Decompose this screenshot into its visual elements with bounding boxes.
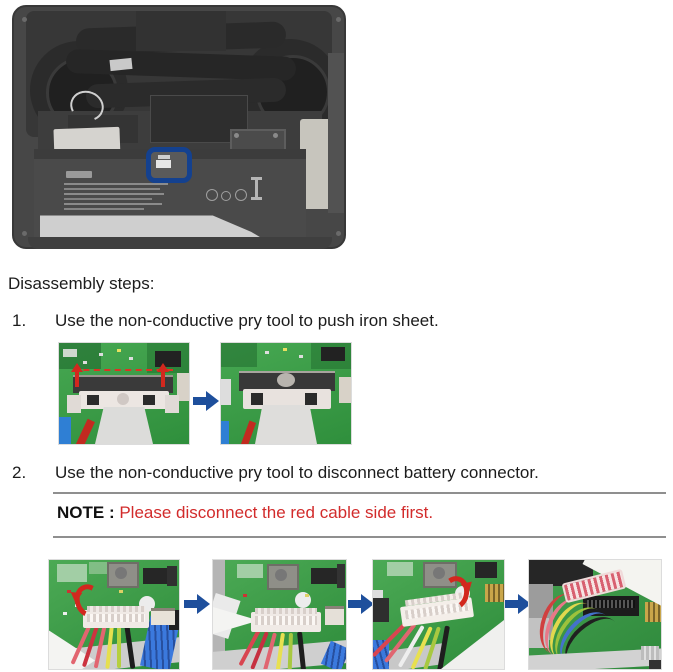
fpc-connector [325, 606, 344, 625]
arrow-up-red-icon [71, 363, 83, 389]
step1-text: Use the non-conductive pry tool to push … [55, 311, 439, 330]
step2-text: Use the non-conductive pry tool to disco… [55, 463, 539, 482]
arrow-right-icon [193, 391, 220, 411]
red-cable [75, 418, 95, 444]
white-sheet [95, 407, 153, 444]
iron-sheet [73, 375, 173, 393]
fpc-connector [151, 608, 175, 625]
blue-part [221, 421, 229, 444]
note-text: Please disconnect the red cable side fir… [119, 503, 434, 522]
arrow-right-icon [505, 594, 532, 614]
note-label: NOTE : [57, 503, 115, 522]
laptop-overview-photo [8, 3, 350, 251]
step2-number: 2. [12, 463, 27, 482]
note-rule-top [53, 492, 666, 494]
gold-connector [485, 584, 504, 602]
arrow-right-icon [184, 594, 211, 614]
note-line: NOTE : Please disconnect the red cable s… [57, 503, 433, 523]
arrow-up-red-icon [157, 363, 169, 389]
fpc-connector [339, 377, 351, 403]
connector-photo-2 [212, 559, 347, 670]
note-rule-bottom [53, 536, 666, 538]
red-cable [240, 420, 257, 444]
step1-number: 1. [12, 311, 27, 330]
fpc-connector [177, 373, 189, 401]
arrow-right-icon [348, 594, 375, 614]
red-dashed-line [73, 369, 173, 371]
connector-photo-4 [528, 559, 662, 670]
fpc-connector [641, 646, 659, 660]
white-sheet [255, 405, 317, 444]
gold-connector [645, 602, 661, 622]
battery-connector-highlight [146, 147, 192, 183]
blue-part [59, 417, 71, 444]
connector-photo-1 [48, 559, 180, 670]
connector-photo-3 [372, 559, 505, 670]
pry-tool [441, 620, 504, 669]
page-title: Disassembly steps: [8, 274, 155, 293]
step1-before-photo [58, 342, 190, 445]
step1-after-photo [220, 342, 352, 445]
